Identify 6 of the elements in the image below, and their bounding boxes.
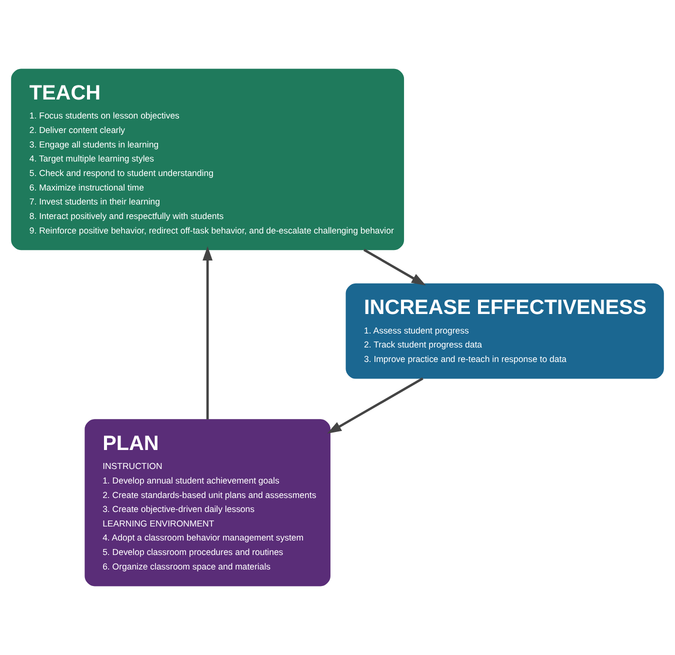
arrow bbox=[363, 248, 426, 286]
node-box: TEACH 1. Focus students on lesson objectives 2. Deliver content clearly 3. Engage all students in learning 4. Target multiple learning styles 5. Check and respond to student understanding 6. Maximize instructional time 7. Invest students in their learning 8. Interact positively and respectfully with students 9. Reinforce positive behavior, redirect off-task behavior, and de-escalate challenging behavior bbox=[11, 68, 404, 250]
node-box: PLAN INSTRUCTION 1. Develop annual student achievement goals 2. Create standards-based unit plans and assessments 3. Create objective-driven daily lessons LEARNING ENVIRONMENT 4. Adopt a classroom behavior management system 5. Develop classroom procedures and routines 6. Organize classroom space and materials bbox=[84, 419, 330, 586]
arrow bbox=[327, 377, 424, 434]
arrow bbox=[202, 246, 213, 420]
node-box: INCREASE EFFECTIVENESS 1. Assess student progress 2. Track student progress data 3. Improve practice and re-teach in response to data bbox=[346, 283, 664, 379]
